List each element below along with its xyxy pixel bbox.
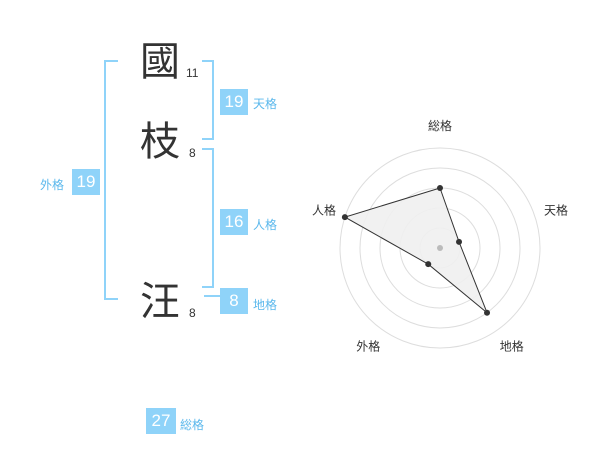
- radar-point-3: [425, 261, 432, 268]
- gaikaku-label: 外格: [40, 178, 65, 192]
- radar-axis-label-0: 総格: [428, 118, 452, 133]
- gaikaku-bracket: [104, 60, 118, 300]
- radar-axis-label-4: 人格: [312, 202, 336, 217]
- jinkaku-bracket: [202, 148, 214, 288]
- radar-point-1: [456, 238, 463, 245]
- tenkaku-label: 天格: [253, 97, 278, 111]
- radar-point-0: [437, 185, 443, 191]
- soukaku-label: 総格: [180, 418, 205, 432]
- chikaku-connector: [204, 295, 220, 297]
- radar-axis-label-2: 地格: [500, 339, 524, 354]
- tenkaku-bracket: [202, 60, 214, 140]
- radar-axis-label-3: 外格: [356, 339, 380, 354]
- jinkaku-label: 人格: [253, 218, 278, 232]
- radar-point-2: [484, 309, 491, 316]
- radar-point-4: [341, 214, 348, 221]
- radar-center-dot: [437, 245, 443, 251]
- stroke-count-2: 8: [189, 146, 196, 160]
- soukaku-value: 27: [146, 408, 176, 434]
- tenkaku-value: 19: [220, 89, 248, 115]
- radar-grid-ring-4: [359, 167, 521, 329]
- name-char-2: 枝: [140, 119, 180, 165]
- radar-grid-ring-5: [339, 147, 541, 349]
- radar-axis-label-1: 天格: [544, 202, 568, 217]
- name-char-1: 國: [140, 39, 180, 85]
- radar-data-polygon: [343, 187, 488, 314]
- gaikaku-value: 19: [72, 169, 100, 195]
- chikaku-value: 8: [220, 288, 248, 314]
- stroke-count-1: 11: [186, 66, 199, 80]
- jinkaku-value: 16: [220, 209, 248, 235]
- chikaku-label: 地格: [253, 298, 278, 312]
- stroke-count-3: 8: [189, 306, 196, 320]
- name-char-3: 汪: [140, 279, 180, 325]
